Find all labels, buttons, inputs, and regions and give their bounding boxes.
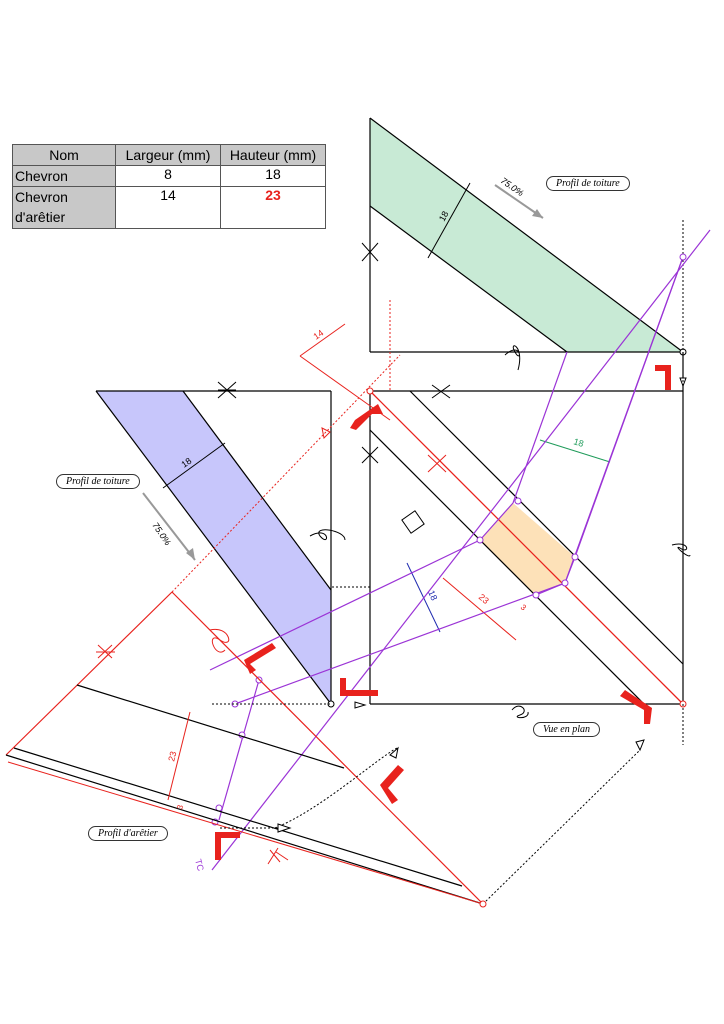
angle-marker-icon bbox=[655, 365, 671, 390]
cross-mark-icon bbox=[217, 381, 237, 399]
table-header-row: Nom Largeur (mm) Hauteur (mm) bbox=[12, 144, 326, 166]
roof-slope-line bbox=[369, 117, 684, 353]
angle-marker-icon bbox=[244, 643, 276, 674]
dice-icon bbox=[401, 510, 425, 534]
header-nom: Nom bbox=[12, 144, 116, 166]
propeller-mark-icon bbox=[504, 345, 521, 371]
hip-3-value: 3 bbox=[175, 803, 185, 810]
slope-arrow-head bbox=[186, 548, 195, 560]
slope-left-value: 75.0% bbox=[150, 521, 173, 548]
red-plan-dim bbox=[442, 577, 517, 641]
top-roof-profile: 18 75.0% bbox=[361, 117, 687, 371]
green-dim-value: 18 bbox=[437, 209, 451, 223]
propeller-mark-icon bbox=[309, 529, 346, 541]
curl-mark-icon bbox=[511, 705, 529, 719]
slope-arrow bbox=[142, 492, 196, 561]
hip-profile: 23 3 bbox=[5, 354, 641, 908]
roof-slope-line bbox=[95, 390, 332, 705]
row-name: Chevron d'arêtier bbox=[12, 186, 116, 229]
cross-mark-icon bbox=[361, 446, 379, 465]
slope-arrow-head bbox=[532, 209, 543, 218]
cross-mark-icon bbox=[361, 242, 379, 262]
red-14-value: 14 bbox=[311, 328, 325, 342]
green-plan-dim bbox=[539, 439, 611, 463]
angle-markers bbox=[215, 365, 671, 860]
header-largeur: Largeur (mm) bbox=[115, 144, 221, 166]
label-profil-aretier: Profil d'arêtier bbox=[88, 826, 168, 841]
hip-23-value: 23 bbox=[166, 750, 178, 762]
curl-mark-icon bbox=[671, 543, 691, 557]
blue-plan-dim-value: 18 bbox=[426, 589, 439, 602]
roof-slope-line-inner bbox=[369, 205, 568, 353]
label-profil-toiture-left: Profil de toiture bbox=[56, 474, 140, 489]
hip-line-plan bbox=[369, 390, 684, 705]
left-roof-profile: 18 75.0% bbox=[95, 381, 346, 705]
plan-view: 18 18 23 3 14 bbox=[299, 220, 691, 759]
projection-points bbox=[211, 253, 687, 826]
blue-dim-value: 18 bbox=[179, 456, 193, 470]
header-hauteur: Hauteur (mm) bbox=[220, 144, 326, 166]
dimensions-table: Nom Largeur (mm) Hauteur (mm) Chevron 8 … bbox=[12, 144, 326, 229]
angle-marker-icon bbox=[215, 832, 240, 860]
angle-marker-icon bbox=[340, 678, 378, 696]
angle-marker-icon bbox=[380, 765, 404, 804]
angle-marker-icon bbox=[350, 404, 383, 430]
label-vue-en-plan: Vue en plan bbox=[533, 722, 601, 737]
blue-dim-line bbox=[162, 442, 226, 489]
angle-marker-icon bbox=[620, 690, 652, 724]
red-plan-dim-value: 23 bbox=[477, 592, 491, 606]
row-hauteur-highlight: 23 bbox=[220, 186, 326, 229]
slope-top-value: 75.0% bbox=[499, 175, 526, 198]
red-cross-icon bbox=[427, 454, 447, 473]
projection-lines bbox=[209, 229, 711, 871]
red-hatch-icon bbox=[267, 847, 289, 865]
tc-label: TC bbox=[193, 858, 206, 873]
label-profil-toiture-top: Profil de toiture bbox=[546, 176, 630, 191]
row-largeur: 14 bbox=[115, 186, 221, 229]
table-row: Chevron d'arêtier 14 23 bbox=[12, 186, 326, 229]
red-propeller-icon bbox=[209, 628, 230, 653]
green-plan-dim-value: 18 bbox=[572, 436, 585, 448]
green-dim-line bbox=[427, 182, 471, 259]
red-cross-icon bbox=[96, 644, 115, 659]
cross-mark-icon bbox=[431, 384, 451, 399]
red-plan-dim-small: 3 bbox=[519, 603, 529, 613]
roof-slope-line-inner bbox=[182, 390, 332, 591]
